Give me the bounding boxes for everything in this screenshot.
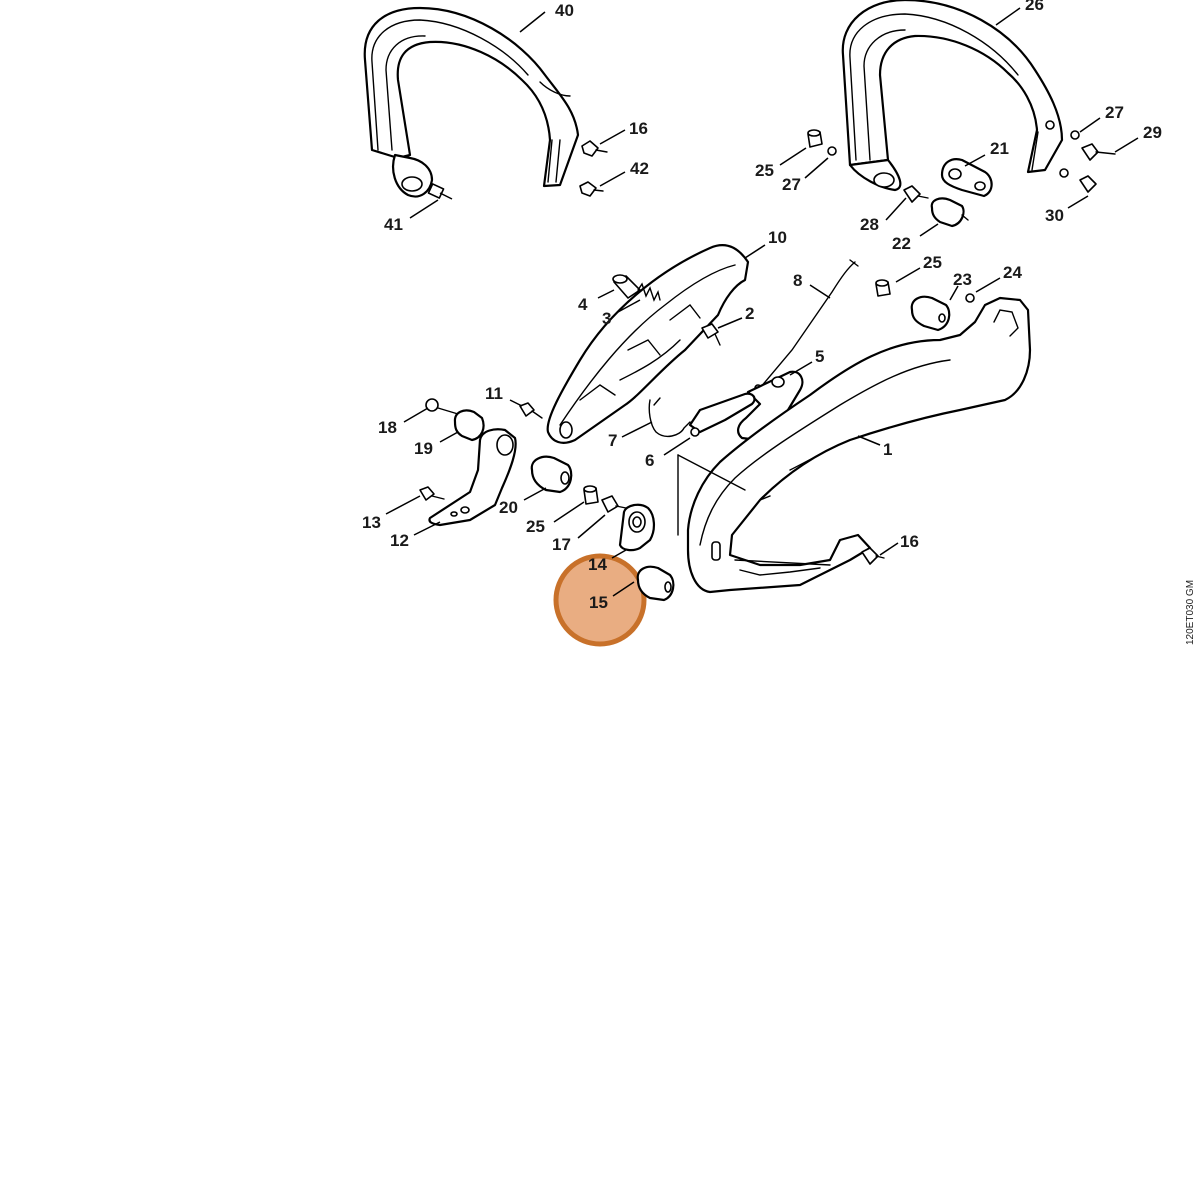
callout-24[interactable]: 24 [1003, 263, 1022, 282]
washer-24[interactable] [965, 293, 975, 303]
rear-handle-1[interactable] [686, 296, 1032, 594]
callout-11[interactable]: 11 [485, 384, 503, 403]
av-element-20[interactable] [530, 455, 573, 494]
nut-25-low[interactable] [583, 485, 599, 505]
callout-6[interactable]: 6 [645, 451, 654, 470]
leader-lines [385, 7, 1139, 597]
av-element-19[interactable] [453, 409, 485, 442]
bracket-14[interactable] [618, 503, 655, 552]
highlight-marker[interactable] [553, 553, 647, 647]
washer-27-right[interactable] [1070, 130, 1080, 140]
screw-16-bottom[interactable] [861, 547, 885, 565]
screw-11[interactable] [519, 402, 543, 419]
bracket-12[interactable] [428, 428, 517, 527]
callout-23[interactable]: 23 [953, 270, 972, 289]
nut-25-mid[interactable] [875, 279, 891, 297]
callout-30[interactable]: 30 [1045, 206, 1064, 225]
callout-8[interactable]: 8 [793, 271, 802, 290]
screw-30[interactable] [1059, 168, 1097, 193]
assembly-lines [677, 454, 746, 536]
callout-14[interactable]: 14 [588, 555, 607, 574]
spring-3[interactable] [637, 282, 661, 302]
callout-26[interactable]: 26 [1025, 0, 1044, 14]
handlebar-26[interactable] [841, 0, 1064, 192]
screw-18[interactable] [425, 398, 459, 415]
screw-13[interactable] [419, 486, 445, 501]
callout-25-low[interactable]: 25 [526, 517, 545, 536]
reference-code: 120ET030 GM [1185, 580, 1196, 645]
washer-27-left[interactable] [827, 146, 837, 156]
callout-40[interactable]: 40 [555, 1, 574, 20]
av-element-23[interactable] [910, 295, 951, 332]
callout-19[interactable]: 19 [414, 439, 433, 458]
callout-25-top[interactable]: 25 [755, 161, 774, 180]
callout-29[interactable]: 29 [1143, 123, 1162, 142]
pin-4[interactable] [612, 274, 641, 299]
screw-16-top[interactable] [581, 140, 608, 157]
callout-13[interactable]: 13 [362, 513, 381, 532]
callout-20[interactable]: 20 [499, 498, 518, 517]
callout-27-left[interactable]: 27 [782, 175, 801, 194]
callout-42[interactable]: 42 [630, 159, 649, 178]
callout-21[interactable]: 21 [990, 139, 1009, 158]
callout-16-top[interactable]: 16 [629, 119, 648, 138]
spring-7[interactable] [648, 397, 691, 438]
callout-4[interactable]: 4 [578, 295, 588, 314]
screw-17[interactable] [601, 495, 627, 513]
screw-41[interactable] [427, 183, 453, 200]
callout-15[interactable]: 15 [589, 593, 608, 612]
screw-2[interactable] [701, 323, 721, 346]
handle-molding-10[interactable] [546, 244, 750, 444]
nut-25-top[interactable] [807, 129, 823, 148]
screw-29[interactable] [1081, 143, 1116, 161]
callout-27-right[interactable]: 27 [1105, 103, 1124, 122]
callout-12[interactable]: 12 [390, 531, 409, 550]
callout-41[interactable]: 41 [384, 215, 403, 234]
av-element-15[interactable] [636, 565, 675, 602]
screw-42[interactable] [579, 181, 604, 197]
callout-7[interactable]: 7 [608, 431, 617, 450]
callout-labels: 40 26 16 42 41 25 27 21 27 29 28 22 30 1… [362, 0, 1162, 612]
av-element-22[interactable] [930, 197, 969, 228]
front-handle-40[interactable] [363, 6, 580, 198]
callout-18[interactable]: 18 [378, 418, 397, 437]
callout-28[interactable]: 28 [860, 215, 879, 234]
callout-10[interactable]: 10 [768, 228, 787, 247]
callout-22[interactable]: 22 [892, 234, 911, 253]
screw-28[interactable] [903, 185, 929, 203]
interlock-lever-6[interactable] [688, 392, 756, 437]
callout-1[interactable]: 1 [883, 440, 892, 459]
bracket-21[interactable] [940, 158, 993, 198]
callout-25-mid[interactable]: 25 [923, 253, 942, 272]
callout-16-bottom[interactable]: 16 [900, 532, 919, 551]
callout-2[interactable]: 2 [745, 304, 754, 323]
callout-17[interactable]: 17 [552, 535, 571, 554]
callout-5[interactable]: 5 [815, 347, 824, 366]
callout-3[interactable]: 3 [602, 309, 611, 328]
